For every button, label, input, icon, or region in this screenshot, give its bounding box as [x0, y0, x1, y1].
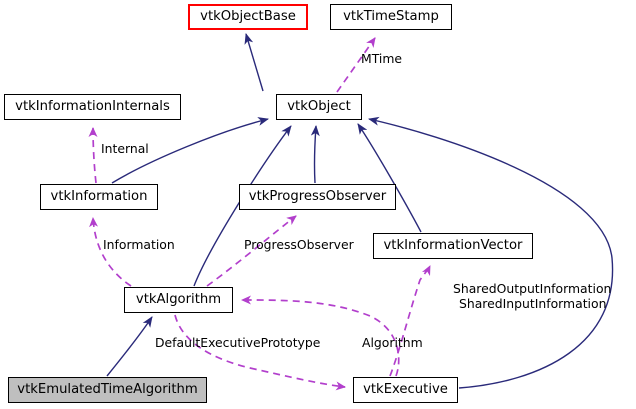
association-edges: [88, 37, 431, 391]
edge-vtkExecutive-to-vtkInformationVector: [389, 265, 431, 377]
node-label-vtkInformationInternals: vtkInformationInternals: [15, 99, 170, 115]
edge-vtkExecutive-to-vtkAlgorithm: [241, 295, 400, 377]
edge-label-algorithm: Algorithm: [362, 335, 423, 350]
edge-vtkExecutive-to-vtkObject: [368, 116, 614, 389]
node-vtkExecutive[interactable]: vtkExecutive: [353, 377, 458, 403]
edge-vtkEmulatedTimeAlgorithm-to-vtkAlgorithm: [106, 316, 153, 377]
node-vtkEmulatedTimeAlgorithm[interactable]: vtkEmulatedTimeAlgorithm: [8, 377, 207, 403]
node-vtkObjectBase[interactable]: vtkObjectBase: [188, 4, 308, 30]
edge-label-defaultexecutiveprototype: DefaultExecutivePrototype: [155, 335, 321, 350]
node-label-vtkObject: vtkObject: [287, 99, 351, 115]
edge-vtkAlgorithm-to-vtkInformation: [89, 217, 132, 287]
edge-label-sharedoutputinformation: SharedOutputInformation: [453, 281, 612, 296]
edge-vtkObject-to-vtkObjectBase: [244, 33, 264, 92]
node-vtkAlgorithm[interactable]: vtkAlgorithm: [124, 287, 233, 313]
node-label-vtkAlgorithm: vtkAlgorithm: [135, 292, 222, 308]
edge-label-progressobserver: ProgressObserver: [244, 237, 354, 252]
node-label-vtkProgressObserver: vtkProgressObserver: [248, 189, 387, 205]
edge-label-internal: Internal: [101, 141, 149, 156]
edge-label-information: Information: [103, 237, 175, 252]
node-vtkInformationInternals[interactable]: vtkInformationInternals: [4, 94, 181, 120]
edge-vtkInformationVector-to-vtkObject: [357, 123, 422, 233]
inheritance-edges: [106, 33, 614, 389]
edge-vtkAlgorithm-to-vtkExecutive: [174, 314, 346, 391]
edge-vtkProgressObserver-to-vtkObject: [310, 125, 320, 184]
edge-label-sharedinputinformation: SharedInputInformation: [459, 296, 607, 311]
edge-vtkAlgorithm-to-vtkObject: [193, 125, 292, 287]
node-vtkInformationVector[interactable]: vtkInformationVector: [373, 233, 533, 259]
node-label-vtkTimeStamp: vtkTimeStamp: [343, 9, 439, 25]
node-label-vtkExecutive: vtkExecutive: [363, 382, 448, 398]
edge-label-mtime: MTime: [361, 51, 403, 66]
node-label-vtkInformationVector: vtkInformationVector: [383, 238, 523, 254]
edge-vtkAlgorithm-to-vtkProgressObserver: [206, 215, 297, 287]
node-vtkProgressObserver[interactable]: vtkProgressObserver: [239, 184, 396, 210]
edge-vtkInformation-to-vtkObject: [111, 117, 269, 184]
node-label-vtkEmulatedTimeAlgorithm: vtkEmulatedTimeAlgorithm: [17, 382, 198, 398]
node-vtkInformation[interactable]: vtkInformation: [40, 184, 158, 210]
node-vtkObject[interactable]: vtkObject: [276, 94, 362, 120]
node-vtkTimeStamp[interactable]: vtkTimeStamp: [330, 4, 452, 30]
edge-vtkInformation-to-vtkInformationInternals: [88, 127, 98, 184]
node-label-vtkInformation: vtkInformation: [50, 189, 148, 205]
node-label-vtkObjectBase: vtkObjectBase: [200, 9, 296, 25]
